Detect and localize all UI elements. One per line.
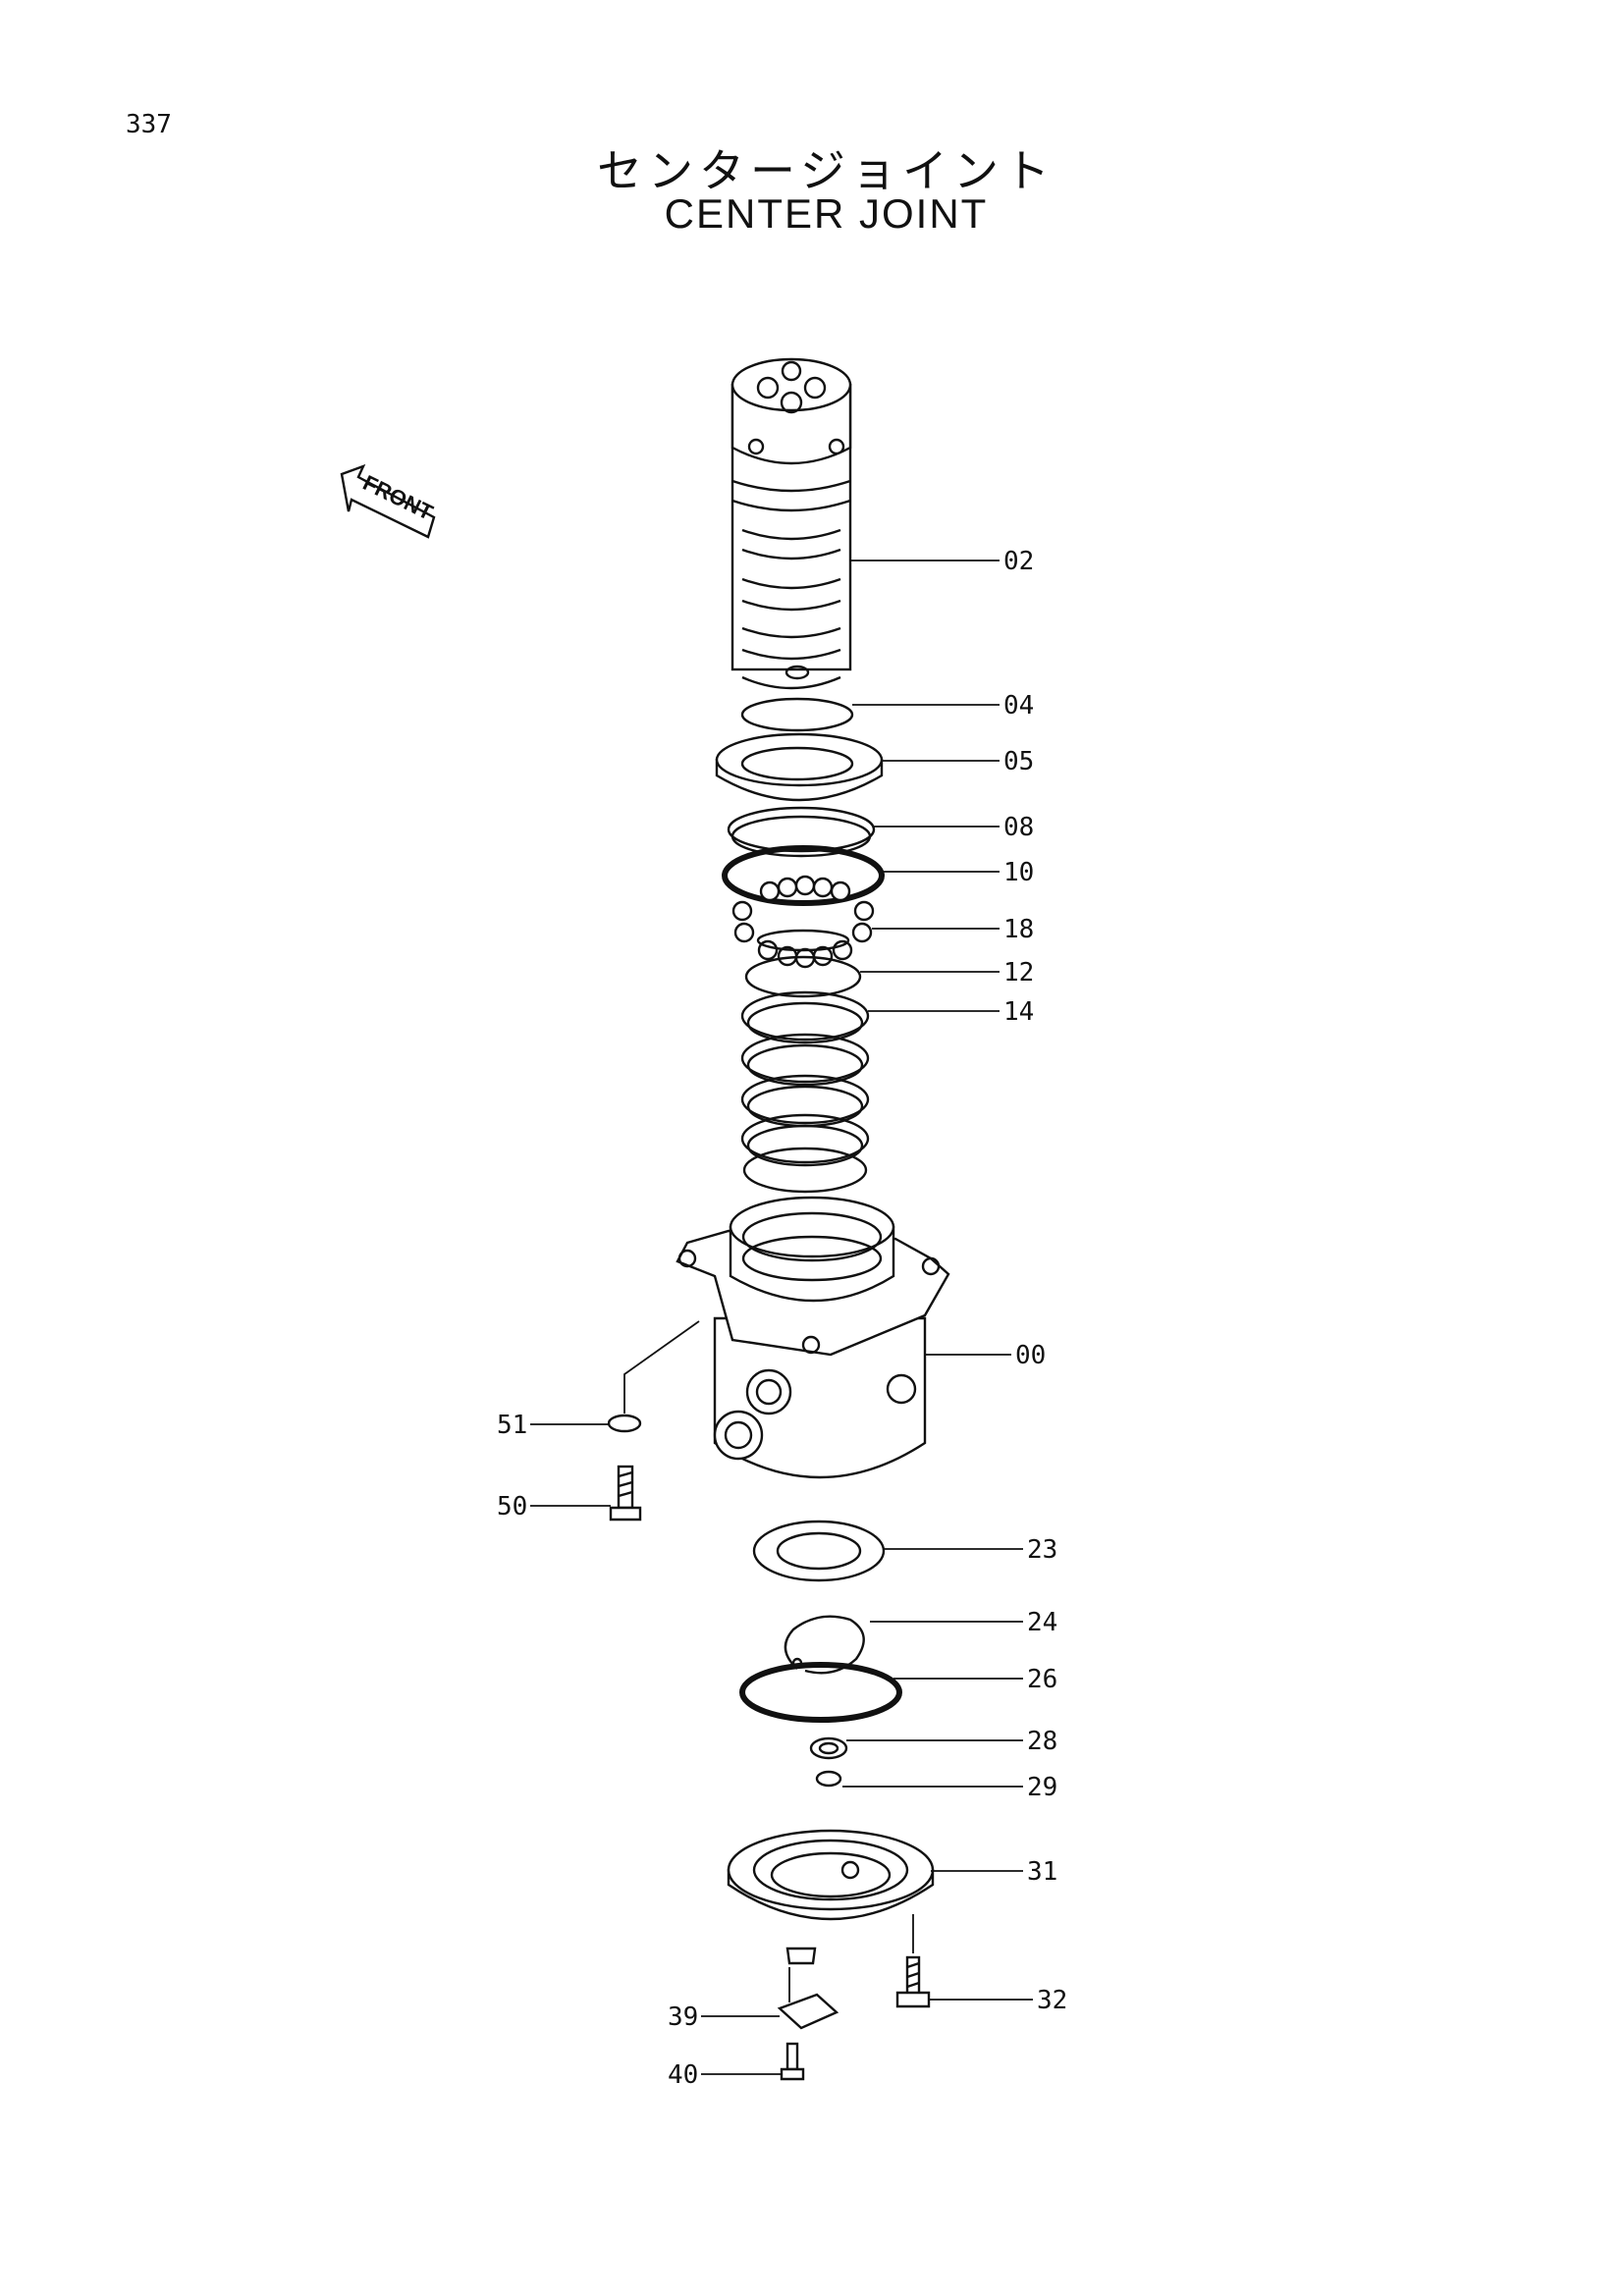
callout-08: 08 (1003, 813, 1034, 842)
callout-05: 05 (1003, 747, 1034, 776)
callout-39: 39 (668, 2002, 698, 2032)
leader-lines (530, 560, 1033, 2075)
part-washer-51 (607, 1414, 642, 1433)
part-o-ring-10 (722, 845, 885, 906)
callout-10: 10 (1003, 858, 1034, 887)
part-seal-stack (740, 990, 870, 1194)
callout-32: 32 (1037, 1986, 1067, 2015)
part-ring-12 (744, 955, 862, 998)
part-ball-29 (815, 1770, 842, 1788)
callout-40: 40 (668, 2060, 698, 2090)
part-bolt-50 (609, 1465, 642, 1522)
callout-28: 28 (1027, 1727, 1057, 1756)
callout-04: 04 (1003, 691, 1034, 721)
title-japanese: センタージョイント (596, 145, 1056, 196)
part-collar (715, 732, 884, 802)
part-plate-23 (752, 1520, 886, 1582)
callout-12: 12 (1003, 958, 1034, 988)
part-ring-04 (740, 697, 854, 732)
part-ring-08 (727, 806, 876, 853)
part-bolt-32 (895, 1955, 931, 2008)
part-bearing (731, 875, 875, 969)
callout-51: 51 (497, 1411, 527, 1440)
part-o-ring-26 (739, 1662, 902, 1723)
page-number: 337 (126, 110, 172, 139)
callout-29: 29 (1027, 1773, 1057, 1802)
title-english: CENTER JOINT (664, 190, 989, 237)
callout-50: 50 (497, 1492, 527, 1522)
part-cover-31 (727, 1829, 935, 1965)
callout-00: 00 (1015, 1341, 1046, 1370)
callout-labels: 02 04 05 08 10 18 12 14 00 51 50 23 24 2… (497, 547, 1067, 2090)
front-arrow-icon: FRONT (340, 463, 437, 539)
part-ring-28 (809, 1736, 848, 1760)
callout-24: 24 (1027, 1608, 1057, 1637)
callout-31: 31 (1027, 1857, 1057, 1887)
callout-14: 14 (1003, 997, 1034, 1027)
callout-02: 02 (1003, 547, 1034, 576)
callout-18: 18 (1003, 915, 1034, 944)
part-spindle (730, 357, 852, 690)
part-screw-40 (780, 2042, 805, 2081)
part-housing-body (676, 1196, 950, 1479)
part-plate-39 (777, 1993, 839, 2030)
callout-23: 23 (1027, 1535, 1057, 1565)
callout-26: 26 (1027, 1665, 1057, 1694)
